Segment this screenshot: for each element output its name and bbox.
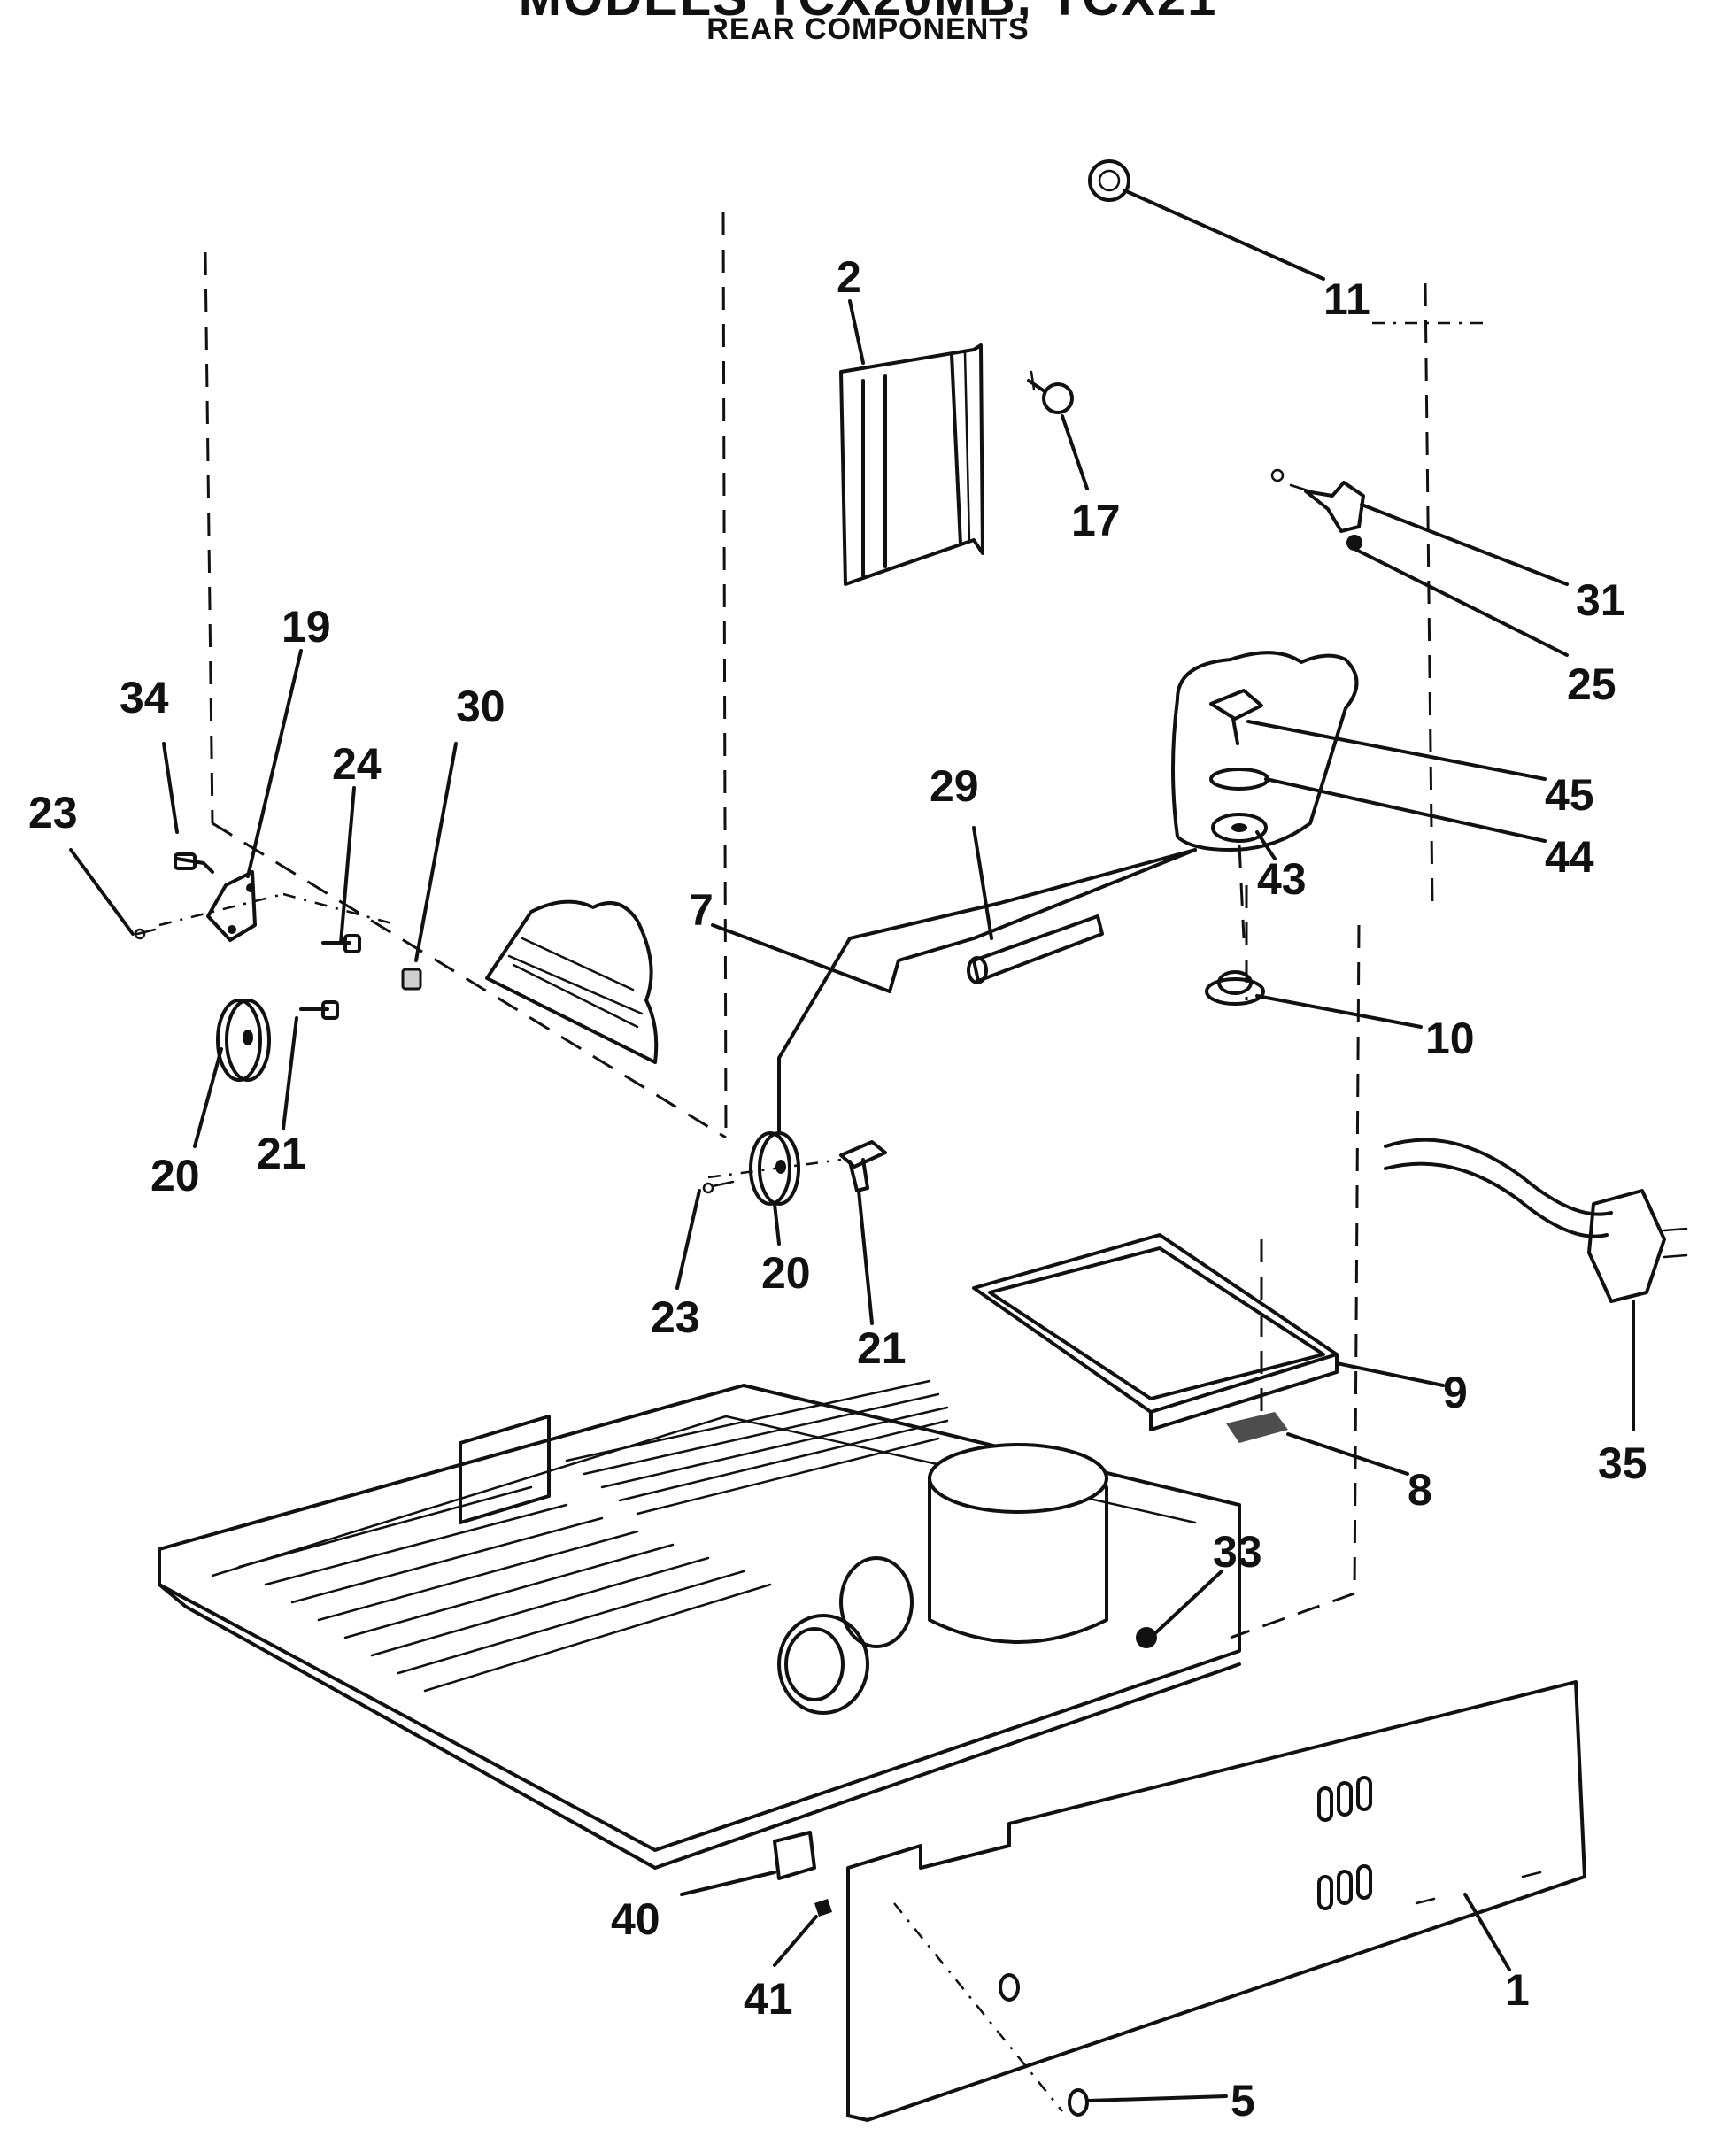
callout-40: 40 [611, 1894, 660, 1944]
pad-part [1226, 1412, 1288, 1443]
callout-23-right: 23 [651, 1292, 700, 1342]
leader-lines [69, 189, 1635, 2102]
callout-20-right: 20 [761, 1248, 811, 1298]
callout-31: 31 [1576, 575, 1625, 625]
power-cord-part [1384, 1138, 1688, 1303]
callout-5: 5 [1231, 2076, 1255, 2125]
knob-assembly-part [1270, 468, 1365, 551]
models-heading: MODELS TCX20MB, TCX21 [0, 0, 1736, 27]
channel-bracket-part [839, 343, 984, 586]
machine-compartment-base [158, 1379, 1241, 1870]
callout-41: 41 [744, 1974, 793, 2024]
callout-20-left: 20 [150, 1151, 200, 1200]
section-title: REAR COMPONENTS [706, 12, 1030, 46]
callout-1: 1 [1505, 1965, 1530, 2015]
callout-17: 17 [1071, 496, 1121, 545]
callout-2: 2 [837, 252, 861, 302]
callout-21-right: 21 [857, 1323, 907, 1373]
callout-30: 30 [456, 682, 505, 731]
callout-25: 25 [1567, 660, 1616, 709]
panel-slots [1317, 1776, 1372, 1910]
callout-7: 7 [689, 885, 714, 935]
hinge-bracket-assembly [134, 852, 422, 1082]
drain-pan-part [972, 1233, 1339, 1431]
callout-45: 45 [1545, 770, 1594, 820]
cabinet-phantom-outline [158, 212, 1487, 2112]
drain-tube-part [777, 848, 1197, 1135]
callout-43: 43 [1257, 854, 1307, 904]
drain-cap-part [1205, 970, 1265, 1006]
callout-9: 9 [1443, 1368, 1468, 1417]
callout-33: 33 [1213, 1527, 1262, 1577]
callout-labels: 11 2 17 31 25 45 44 43 10 29 7 19 34 30 … [28, 252, 1647, 2125]
roller-assembly [702, 1131, 887, 1206]
callout-11: 11 [1323, 274, 1370, 324]
grommet-part [1088, 159, 1130, 202]
callout-19: 19 [282, 602, 331, 652]
screw-part-17 [1027, 370, 1074, 414]
cutaway-drain-assembly [1171, 651, 1359, 939]
panel-bracket-part [773, 1831, 832, 1917]
callout-34: 34 [120, 673, 169, 722]
callout-10: 10 [1425, 1014, 1475, 1063]
callout-35: 35 [1598, 1439, 1647, 1488]
screw-part-5 [1068, 2088, 1089, 2117]
callout-23-left: 23 [28, 788, 78, 837]
callout-8: 8 [1408, 1465, 1432, 1515]
callout-44: 44 [1545, 832, 1594, 882]
left-cutaway-panel [485, 899, 659, 1064]
callout-24: 24 [332, 739, 382, 789]
condenser-coils [237, 1379, 949, 1693]
callout-29: 29 [930, 761, 979, 811]
rear-access-panel [846, 1680, 1586, 2122]
callout-21-left: 21 [257, 1129, 306, 1178]
